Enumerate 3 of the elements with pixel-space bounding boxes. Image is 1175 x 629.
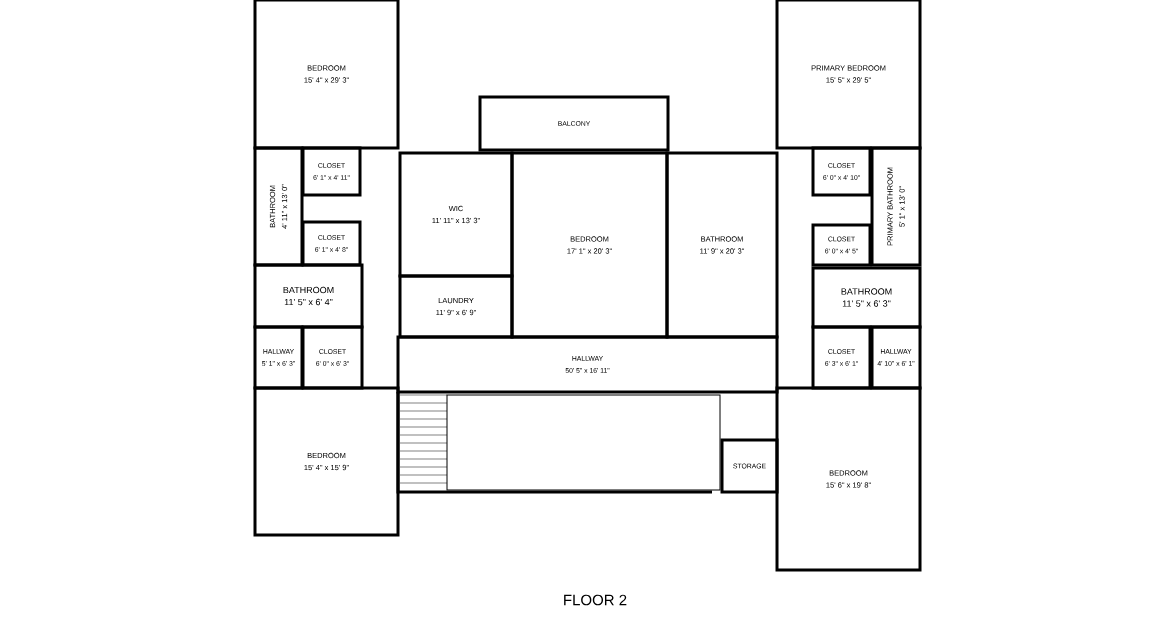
room: BATHROOM 11' 5" x 6' 3": [811, 266, 922, 329]
title: FLOOR 2: [564, 594, 627, 606]
room: BATHROOM 11' 5" x 6' 4": [253, 263, 364, 329]
